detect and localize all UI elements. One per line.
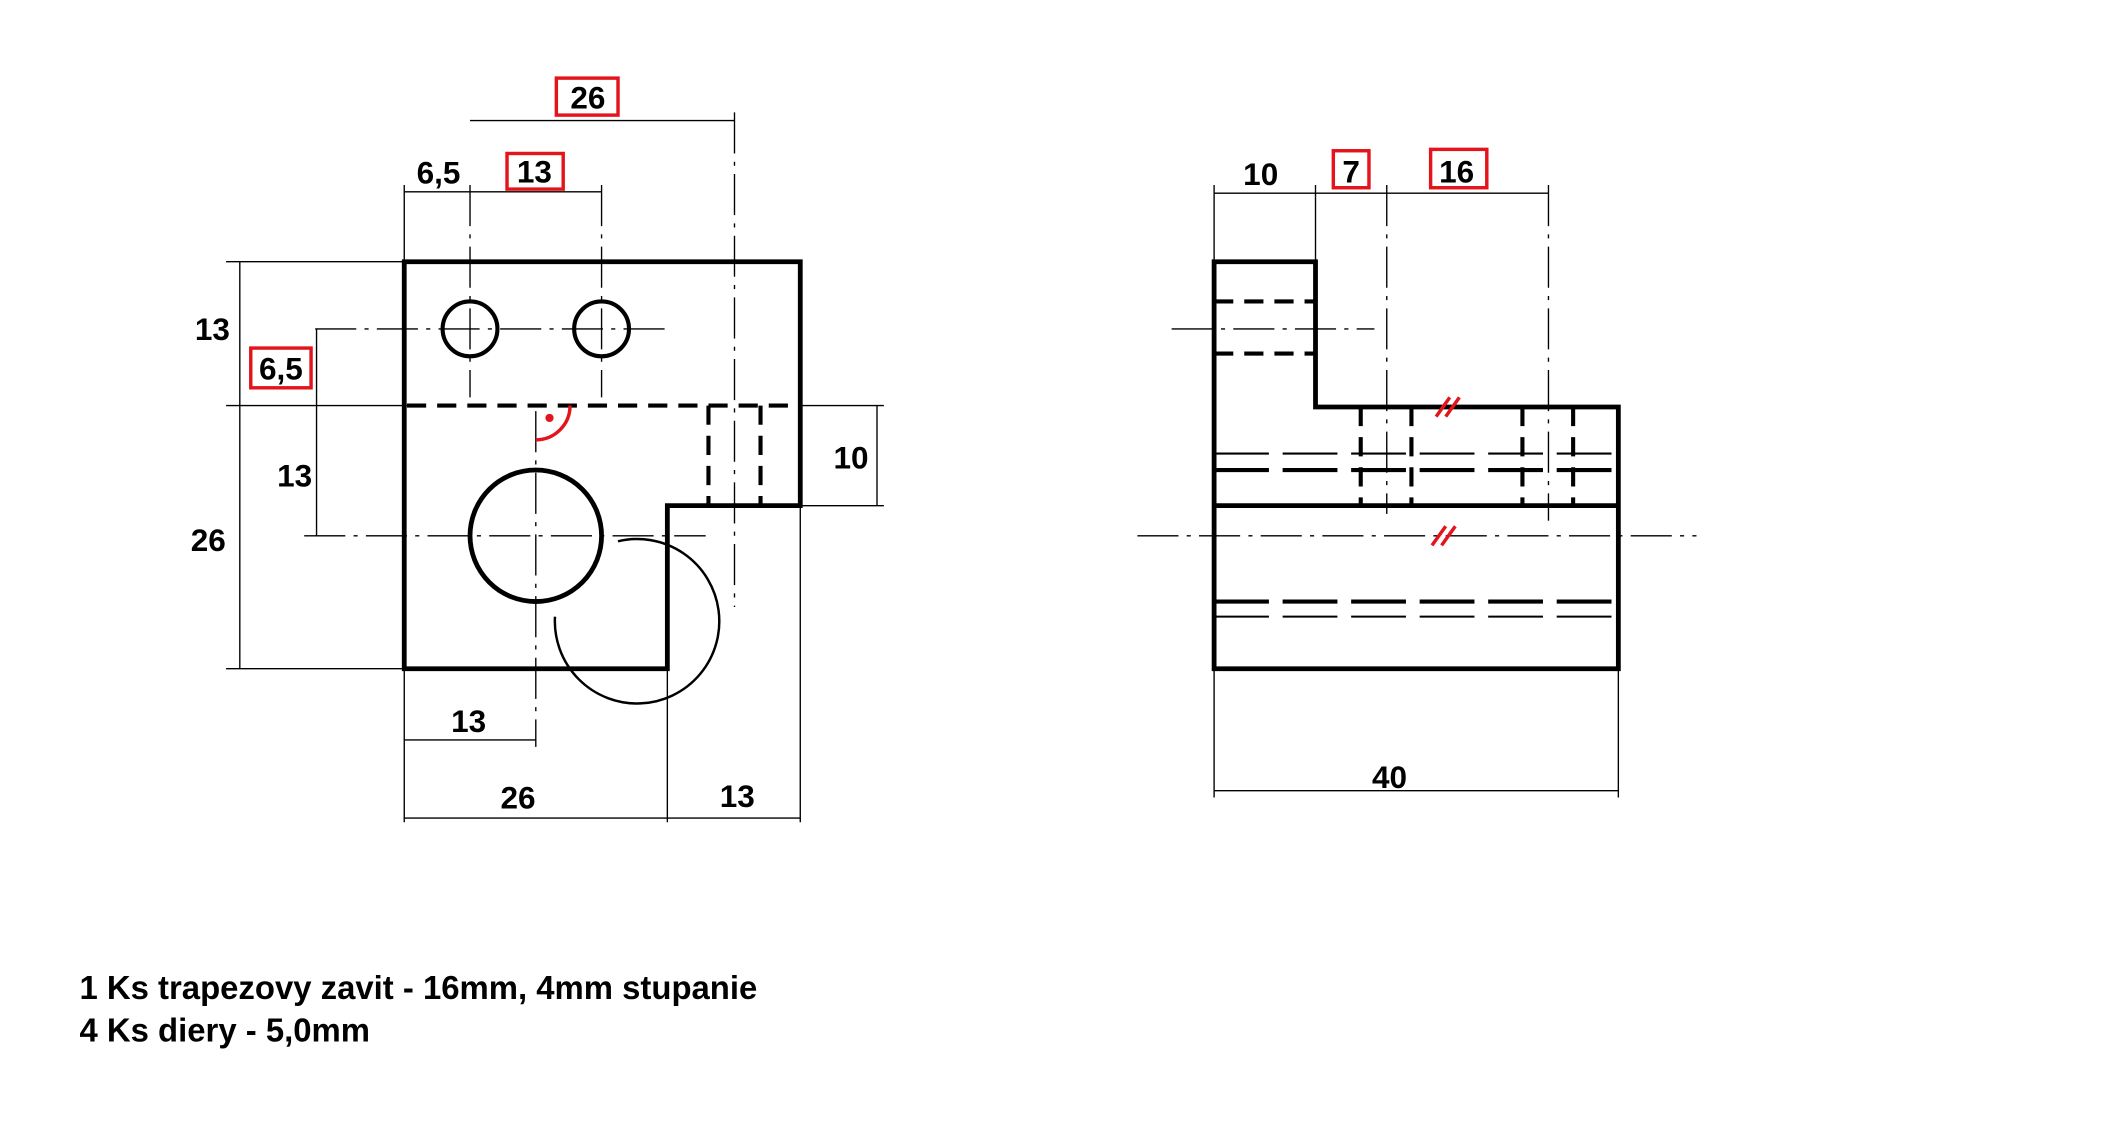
dim-label: 10 — [833, 440, 868, 476]
dim-label: 13 — [517, 153, 552, 189]
dim-label: 16 — [1439, 153, 1474, 189]
dim-label: 6,5 — [259, 351, 303, 387]
dim-label: 26 — [570, 79, 605, 115]
dim-label: 10 — [1243, 156, 1278, 192]
dim-label: 13 — [720, 778, 755, 814]
highlight-box — [249, 346, 313, 390]
highlight-box — [554, 76, 620, 117]
dim-label: 7 — [1342, 153, 1360, 189]
dim-label: 13 — [195, 311, 230, 347]
note-line: 1 Ks trapezovy zavit - 16mm, 4mm stupani… — [79, 969, 757, 1006]
right-angle-dot — [545, 413, 554, 423]
dimension-lines — [226, 119, 884, 823]
note-line: 4 Ks diery - 5,0mm — [79, 1011, 370, 1048]
dim-label: 26 — [500, 779, 535, 815]
dimension-lines — [1213, 184, 1620, 798]
dim-label: 6,5 — [417, 155, 461, 191]
dim-label: 26 — [191, 522, 226, 558]
dim-label: 13 — [277, 457, 312, 493]
highlight-box — [505, 151, 565, 191]
side-outline — [1211, 259, 1621, 672]
thread-arc — [553, 537, 721, 705]
parallel-mark — [1430, 396, 1461, 547]
dim-label: 13 — [451, 703, 486, 739]
dim-label: 40 — [1372, 759, 1407, 795]
right-angle-mark — [535, 405, 572, 442]
highlight-box — [1428, 147, 1489, 190]
highlight-box — [1331, 149, 1371, 190]
side-view: 10 7 16 40 — [1137, 147, 1697, 798]
front-view: 26 6,5 13 13 6,5 13 26 10 13 26 13 — [191, 76, 884, 823]
